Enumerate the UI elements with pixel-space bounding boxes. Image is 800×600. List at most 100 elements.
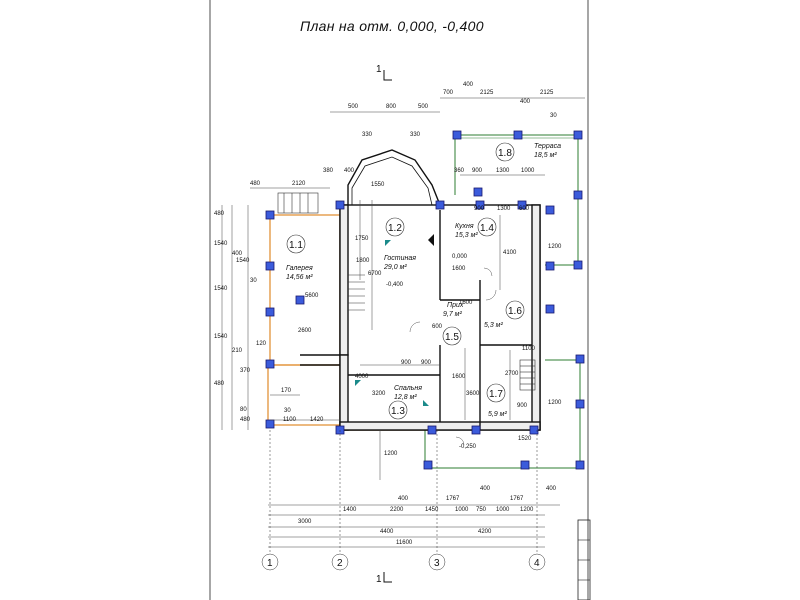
axis-bubble-4: 4 xyxy=(534,558,540,569)
dim-label: 1000 xyxy=(521,168,535,174)
room-number: 1.1 xyxy=(289,240,303,251)
room-number: 1.2 xyxy=(388,223,402,234)
room-number: 1.5 xyxy=(445,332,459,343)
dim-label: 1767 xyxy=(510,496,524,502)
dim-label: 360 xyxy=(454,168,465,174)
dim-label: 1200 xyxy=(520,507,534,513)
room-area: 5,9 м² xyxy=(488,411,507,418)
dim-label: 30 xyxy=(250,278,257,284)
dim-label: 120 xyxy=(256,341,267,347)
dim-label: 1600 xyxy=(459,300,473,306)
dim-label: 4100 xyxy=(503,250,517,256)
dim-label: 1420 xyxy=(310,417,324,423)
room-area: 5,3 м² xyxy=(484,322,503,329)
dim-label: 1000 xyxy=(455,507,469,513)
dim-label: 1520 xyxy=(518,436,532,442)
room-name: Кухня xyxy=(455,223,474,230)
room-area: 14,56 м² xyxy=(286,274,313,281)
walls xyxy=(300,149,541,431)
dim-label: 600 xyxy=(519,206,530,212)
dim-label: 4400 xyxy=(380,529,394,535)
dim-label: 400 xyxy=(344,168,355,174)
sheet-frame xyxy=(209,0,591,600)
dimension-lines xyxy=(221,97,585,548)
room-name: Галерея xyxy=(286,265,313,272)
room-name: Спальня xyxy=(394,385,422,392)
dim-label: 11600 xyxy=(396,540,413,546)
dim-label: 1540 xyxy=(236,258,250,264)
dim-label: 750 xyxy=(476,507,487,513)
dim-label: 3000 xyxy=(298,519,312,525)
room-name: Прих xyxy=(447,302,464,309)
section-arrows xyxy=(355,240,429,406)
dim-label: 2700 xyxy=(505,371,519,377)
room-area: 29,0 м² xyxy=(383,264,407,271)
dim-label: 600 xyxy=(432,324,443,330)
dim-label: 900 xyxy=(474,206,485,212)
dim-label: 400 xyxy=(480,486,491,492)
dim-label: 480 xyxy=(214,211,225,217)
dim-label: 370 xyxy=(240,368,251,374)
dim-label: 170 xyxy=(281,388,292,394)
dim-label: 1400 xyxy=(343,507,357,513)
plan-title: План на отм. 0,000, -0,400 xyxy=(300,18,484,34)
dim-label: 1300 xyxy=(497,206,511,212)
dim-label: 500 xyxy=(348,104,359,110)
dim-label: 400 xyxy=(398,496,409,502)
dim-label: 1450 xyxy=(425,507,439,513)
dim-label: 210 xyxy=(232,348,243,354)
dim-label: 400 xyxy=(520,99,531,105)
dim-label: 2125 xyxy=(540,90,554,96)
dim-label: 1100 xyxy=(283,417,297,423)
room-number: 1.7 xyxy=(489,389,503,400)
dim-label: 1600 xyxy=(452,374,466,380)
dim-label: 1200 xyxy=(548,400,562,406)
dim-label: 330 xyxy=(362,132,373,138)
dim-label: 900 xyxy=(401,360,412,366)
dim-label: 30 xyxy=(284,408,291,414)
dim-label: 400 xyxy=(463,82,474,88)
room-area: 12,8 м² xyxy=(394,394,417,401)
dim-label: 1600 xyxy=(452,266,466,272)
dim-label: 4000 xyxy=(355,374,369,380)
grid-axes xyxy=(261,430,546,571)
dim-label: 30 xyxy=(550,113,557,119)
dim-label: 1540 xyxy=(214,241,228,247)
room-name: Терраса xyxy=(534,143,561,150)
section-cut-label-bottom: 1 xyxy=(376,574,382,585)
dim-label: 500 xyxy=(418,104,429,110)
dim-label: 2120 xyxy=(292,181,306,187)
dim-label: 900 xyxy=(517,403,528,409)
dim-label: 400 xyxy=(232,251,243,257)
room-area: 15,3 м² xyxy=(455,232,478,239)
dim-label: 1100 xyxy=(522,346,536,352)
dim-label: 1300 xyxy=(496,168,510,174)
dim-label: 1750 xyxy=(355,236,369,242)
section-cut-label-top: 1 xyxy=(376,64,382,75)
dim-label: 900 xyxy=(421,360,432,366)
stair-arrow-icon xyxy=(428,234,434,246)
room-area: 18,5 м² xyxy=(534,152,557,159)
dim-label: 400 xyxy=(546,486,557,492)
dim-label: 1540 xyxy=(214,334,228,340)
section-cut-mark xyxy=(383,70,392,583)
dim-label: 380 xyxy=(323,168,334,174)
dim-label: 1540 xyxy=(214,286,228,292)
room-area: 9,7 м² xyxy=(443,311,462,318)
room-level: 0,000 xyxy=(452,254,468,260)
room-level: -0,400 xyxy=(386,282,404,288)
dim-label: 6700 xyxy=(368,271,382,277)
dim-label: 480 xyxy=(240,417,251,423)
room-number: 1.3 xyxy=(391,406,405,417)
dim-label: 3600 xyxy=(466,391,480,397)
room-number: 1.6 xyxy=(508,306,522,317)
door-symbols xyxy=(409,267,497,446)
room-number: 1.4 xyxy=(480,223,494,234)
dim-label: 330 xyxy=(410,132,421,138)
stair xyxy=(277,192,536,391)
dim-label: 1000 xyxy=(496,507,510,513)
dim-label: 80 xyxy=(240,407,247,413)
room-name: Гостиная xyxy=(384,255,416,262)
dim-label: 3200 xyxy=(372,391,386,397)
